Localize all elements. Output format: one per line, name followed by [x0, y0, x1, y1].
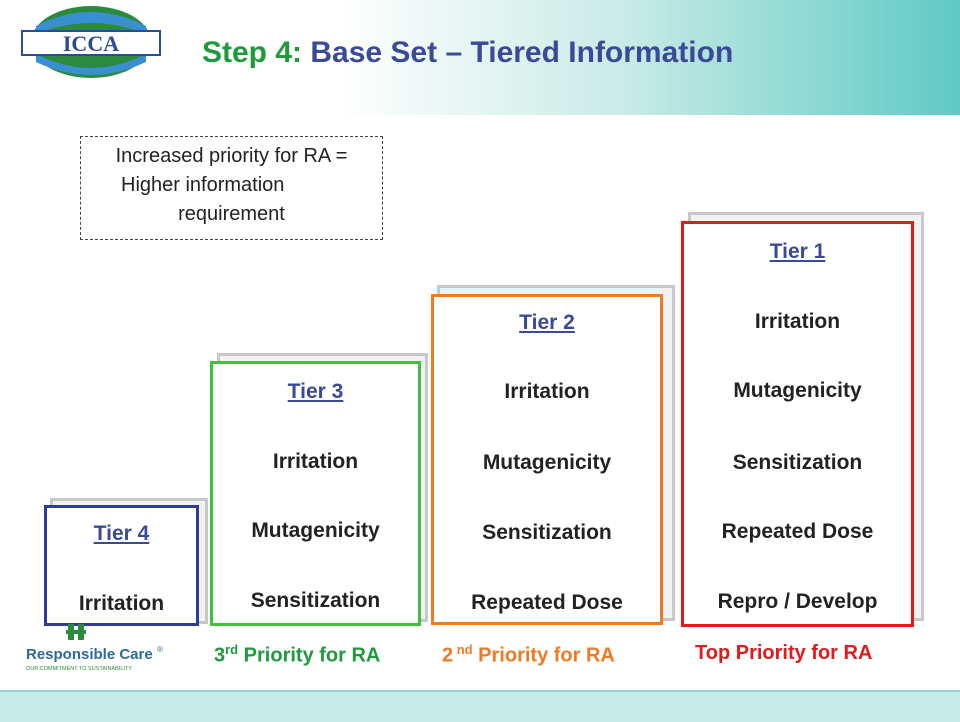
- tier-3-item-mutagenicity: Mutagenicity: [251, 519, 380, 542]
- tier-1-item-sensitization: Sensitization: [732, 451, 863, 474]
- tier-1-item-repro-develop: Repro / Develop: [717, 590, 878, 613]
- tier-2-item-sensitization: Sensitization: [482, 521, 612, 544]
- tier-2-box: Tier 2 Irritation Mutagenicity Sensitiza…: [431, 294, 663, 625]
- tier-3-item-sensitization: Sensitization: [250, 589, 381, 612]
- footer-bar: [0, 690, 960, 722]
- tier-3-title: Tier 3: [287, 380, 344, 403]
- icca-logo: ICCA: [21, 6, 161, 78]
- responsible-care-logo: Responsible Care ® OUR COMMITMENT TO SUS…: [26, 624, 163, 672]
- page-title: Step 4: Base Set – Tiered Information: [202, 36, 733, 70]
- tier-2-item-mutagenicity: Mutagenicity: [482, 451, 612, 474]
- third-priority-suffix: rd: [225, 642, 239, 657]
- note-line-2: Higher information: [121, 174, 285, 196]
- tier-1-title: Tier 1: [769, 240, 826, 263]
- tier-3-item-irritation: Irritation: [272, 450, 359, 473]
- tier-1-item-repeated-dose: Repeated Dose: [721, 520, 874, 543]
- third-priority-label: 3rd Priority for RA: [214, 642, 380, 668]
- icca-logo-text: ICCA: [63, 31, 119, 56]
- header-banner: [0, 0, 960, 115]
- note-line-3: requirement: [178, 203, 285, 225]
- priority-note-box: Increased priority for RA = Higher infor…: [80, 136, 383, 240]
- responsible-care-name: Responsible Care: [26, 646, 153, 663]
- title-text: Base Set – Tiered Information: [302, 36, 734, 69]
- tier-2-title: Tier 2: [519, 311, 575, 334]
- third-priority-text: Priority for RA: [238, 644, 381, 667]
- tier-1-item-mutagenicity: Mutagenicity: [733, 379, 862, 402]
- second-priority-suffix: nd: [453, 642, 473, 657]
- tier-4-box: Tier 4 Irritation: [44, 505, 199, 626]
- second-priority-number: 2: [442, 644, 454, 667]
- tier-2-item-repeated-dose: Repeated Dose: [471, 591, 623, 614]
- responsible-care-mark: ®: [157, 645, 163, 654]
- title-step: Step 4:: [202, 36, 303, 69]
- second-priority-label: 2 nd Priority for RA: [442, 642, 615, 668]
- tier-1-item-irritation: Irritation: [754, 310, 841, 333]
- tier-3-box: Tier 3 Irritation Mutagenicity Sensitiza…: [210, 361, 421, 626]
- tier-4-item-irritation: Irritation: [78, 592, 165, 615]
- tier-1-box: Tier 1 Irritation Mutagenicity Sensitiza…: [681, 221, 914, 627]
- second-priority-text: Priority for RA: [472, 644, 615, 667]
- top-priority-label: Top Priority for RA: [695, 642, 873, 664]
- responsible-care-tagline: OUR COMMITMENT TO SUSTAINABILITY: [26, 666, 132, 672]
- third-priority-number: 3: [214, 644, 226, 667]
- tier-2-item-irritation: Irritation: [504, 380, 590, 403]
- note-line-1: Increased priority for RA =: [115, 145, 348, 167]
- tier-4-title: Tier 4: [93, 522, 150, 545]
